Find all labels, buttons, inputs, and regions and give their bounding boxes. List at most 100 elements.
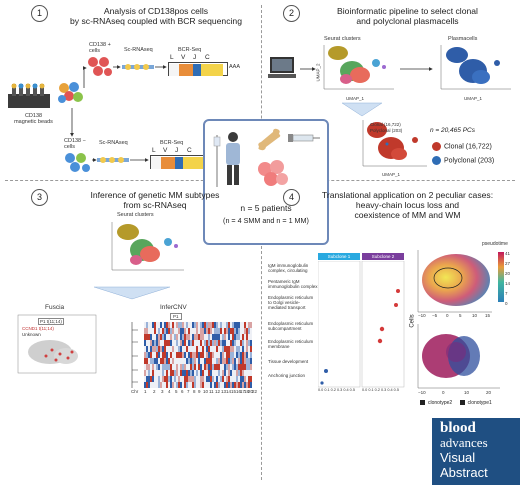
cnv-cell — [242, 346, 244, 352]
cnv-cell — [228, 352, 230, 358]
cnv-cell — [210, 328, 212, 334]
cnv-cell — [154, 322, 156, 328]
cnv-cell — [226, 364, 228, 370]
umap1-clonal: UMAP_1 — [382, 172, 401, 177]
x-tick: −10 — [418, 313, 426, 318]
patient-icon — [213, 132, 240, 187]
cnv-cell — [224, 328, 226, 334]
cnv-cell — [150, 340, 152, 346]
panel4-number: 4 — [283, 189, 300, 206]
cnv-cell — [190, 364, 192, 370]
cnv-cell — [240, 334, 242, 340]
cnv-cell — [214, 340, 216, 346]
cnv-cell — [194, 328, 196, 334]
x-tick: −10 — [418, 390, 426, 395]
cnv-cell — [164, 352, 166, 358]
cnv-cell — [244, 340, 246, 346]
clonotype1-label: clonotype1 — [467, 400, 492, 406]
chr-tick: 18 — [244, 389, 250, 394]
cnv-cell — [196, 364, 198, 370]
cnv-cell — [220, 346, 222, 352]
cnv-cell — [148, 352, 150, 358]
cnv-cell — [186, 334, 188, 340]
cnv-cell — [242, 340, 244, 346]
cnv-cell — [170, 334, 172, 340]
cnv-cell — [190, 340, 192, 346]
cnv-cell — [156, 340, 158, 346]
cnv-cell — [242, 370, 244, 376]
cnv-cell — [188, 328, 190, 334]
cnv-cell — [172, 334, 174, 340]
cnv-cell — [198, 346, 200, 352]
cnv-cell — [164, 376, 166, 382]
pseudotime-scatter — [417, 250, 504, 313]
cnv-cell — [146, 364, 148, 370]
cnv-cell — [166, 340, 168, 346]
scrna-drops-bottom — [97, 157, 129, 163]
cnv-cell — [166, 328, 168, 334]
scrna-label-top: Sc-RNAseq — [124, 47, 153, 53]
fuscia-legend-2: Unknown — [22, 332, 41, 337]
cnv-cell — [152, 358, 154, 364]
cnv-cell — [216, 322, 218, 328]
chr-tick: 17 — [240, 389, 246, 394]
cnv-cell — [158, 352, 160, 358]
cnv-cell — [204, 358, 206, 364]
cnv-cell — [172, 376, 174, 382]
cnv-cell — [202, 334, 204, 340]
cnv-cell — [234, 334, 236, 340]
infercnv-heatmap — [131, 322, 252, 388]
cnv-cell — [190, 322, 192, 328]
cnv-cell — [248, 364, 250, 370]
n-patients: n = 5 patients — [240, 203, 292, 213]
cnv-cell — [242, 364, 244, 370]
cnv-cell — [160, 364, 162, 370]
cnv-cell — [234, 328, 236, 334]
cnv-cell — [144, 352, 146, 358]
cnv-cell — [150, 322, 152, 328]
cnv-cell — [158, 346, 160, 352]
cnv-cell — [202, 340, 204, 346]
bcr-sequence-top — [168, 62, 228, 76]
cnv-cell — [250, 340, 252, 346]
cnv-cell — [208, 328, 210, 334]
cnv-cell — [210, 364, 212, 370]
cnv-cell — [206, 322, 208, 328]
cnv-cell — [250, 382, 252, 388]
cnv-cell — [182, 364, 184, 370]
cnv-cell — [244, 346, 246, 352]
cnv-cell — [162, 340, 164, 346]
cnv-cell — [182, 340, 184, 346]
cnv-cell — [166, 334, 168, 340]
cnv-cell — [236, 352, 238, 358]
cnv-cell — [188, 364, 190, 370]
logo-line1: blood — [440, 420, 476, 436]
cnv-cell — [154, 334, 156, 340]
cnv-cell — [242, 358, 244, 364]
cnv-cell — [202, 328, 204, 334]
cnv-cell — [190, 352, 192, 358]
cnv-cell — [222, 376, 224, 382]
cnv-cell — [176, 340, 178, 346]
subclone1-header: Subclone 1 — [318, 253, 360, 260]
cnv-cell — [198, 322, 200, 328]
cnv-cell — [168, 334, 170, 340]
seg-c-b: C — [187, 147, 192, 154]
cnv-cell — [190, 328, 192, 334]
chr-tick: 20 — [248, 389, 254, 394]
cnv-cell — [164, 364, 166, 370]
cnv-cell — [220, 376, 222, 382]
cnv-cell — [222, 340, 224, 346]
cnv-cell — [164, 328, 166, 334]
seg-l-b: L — [152, 147, 156, 154]
cnv-cell — [220, 358, 222, 364]
cnv-cell — [146, 382, 148, 388]
cnv-cell — [164, 346, 166, 352]
cnv-cell — [206, 376, 208, 382]
cnv-cell — [178, 322, 180, 328]
cnv-cell — [160, 322, 162, 328]
cnv-cell — [158, 328, 160, 334]
cnv-cell — [236, 364, 238, 370]
cnv-cell — [218, 364, 220, 370]
umap1-plasma: UMAP_1 — [464, 96, 483, 101]
